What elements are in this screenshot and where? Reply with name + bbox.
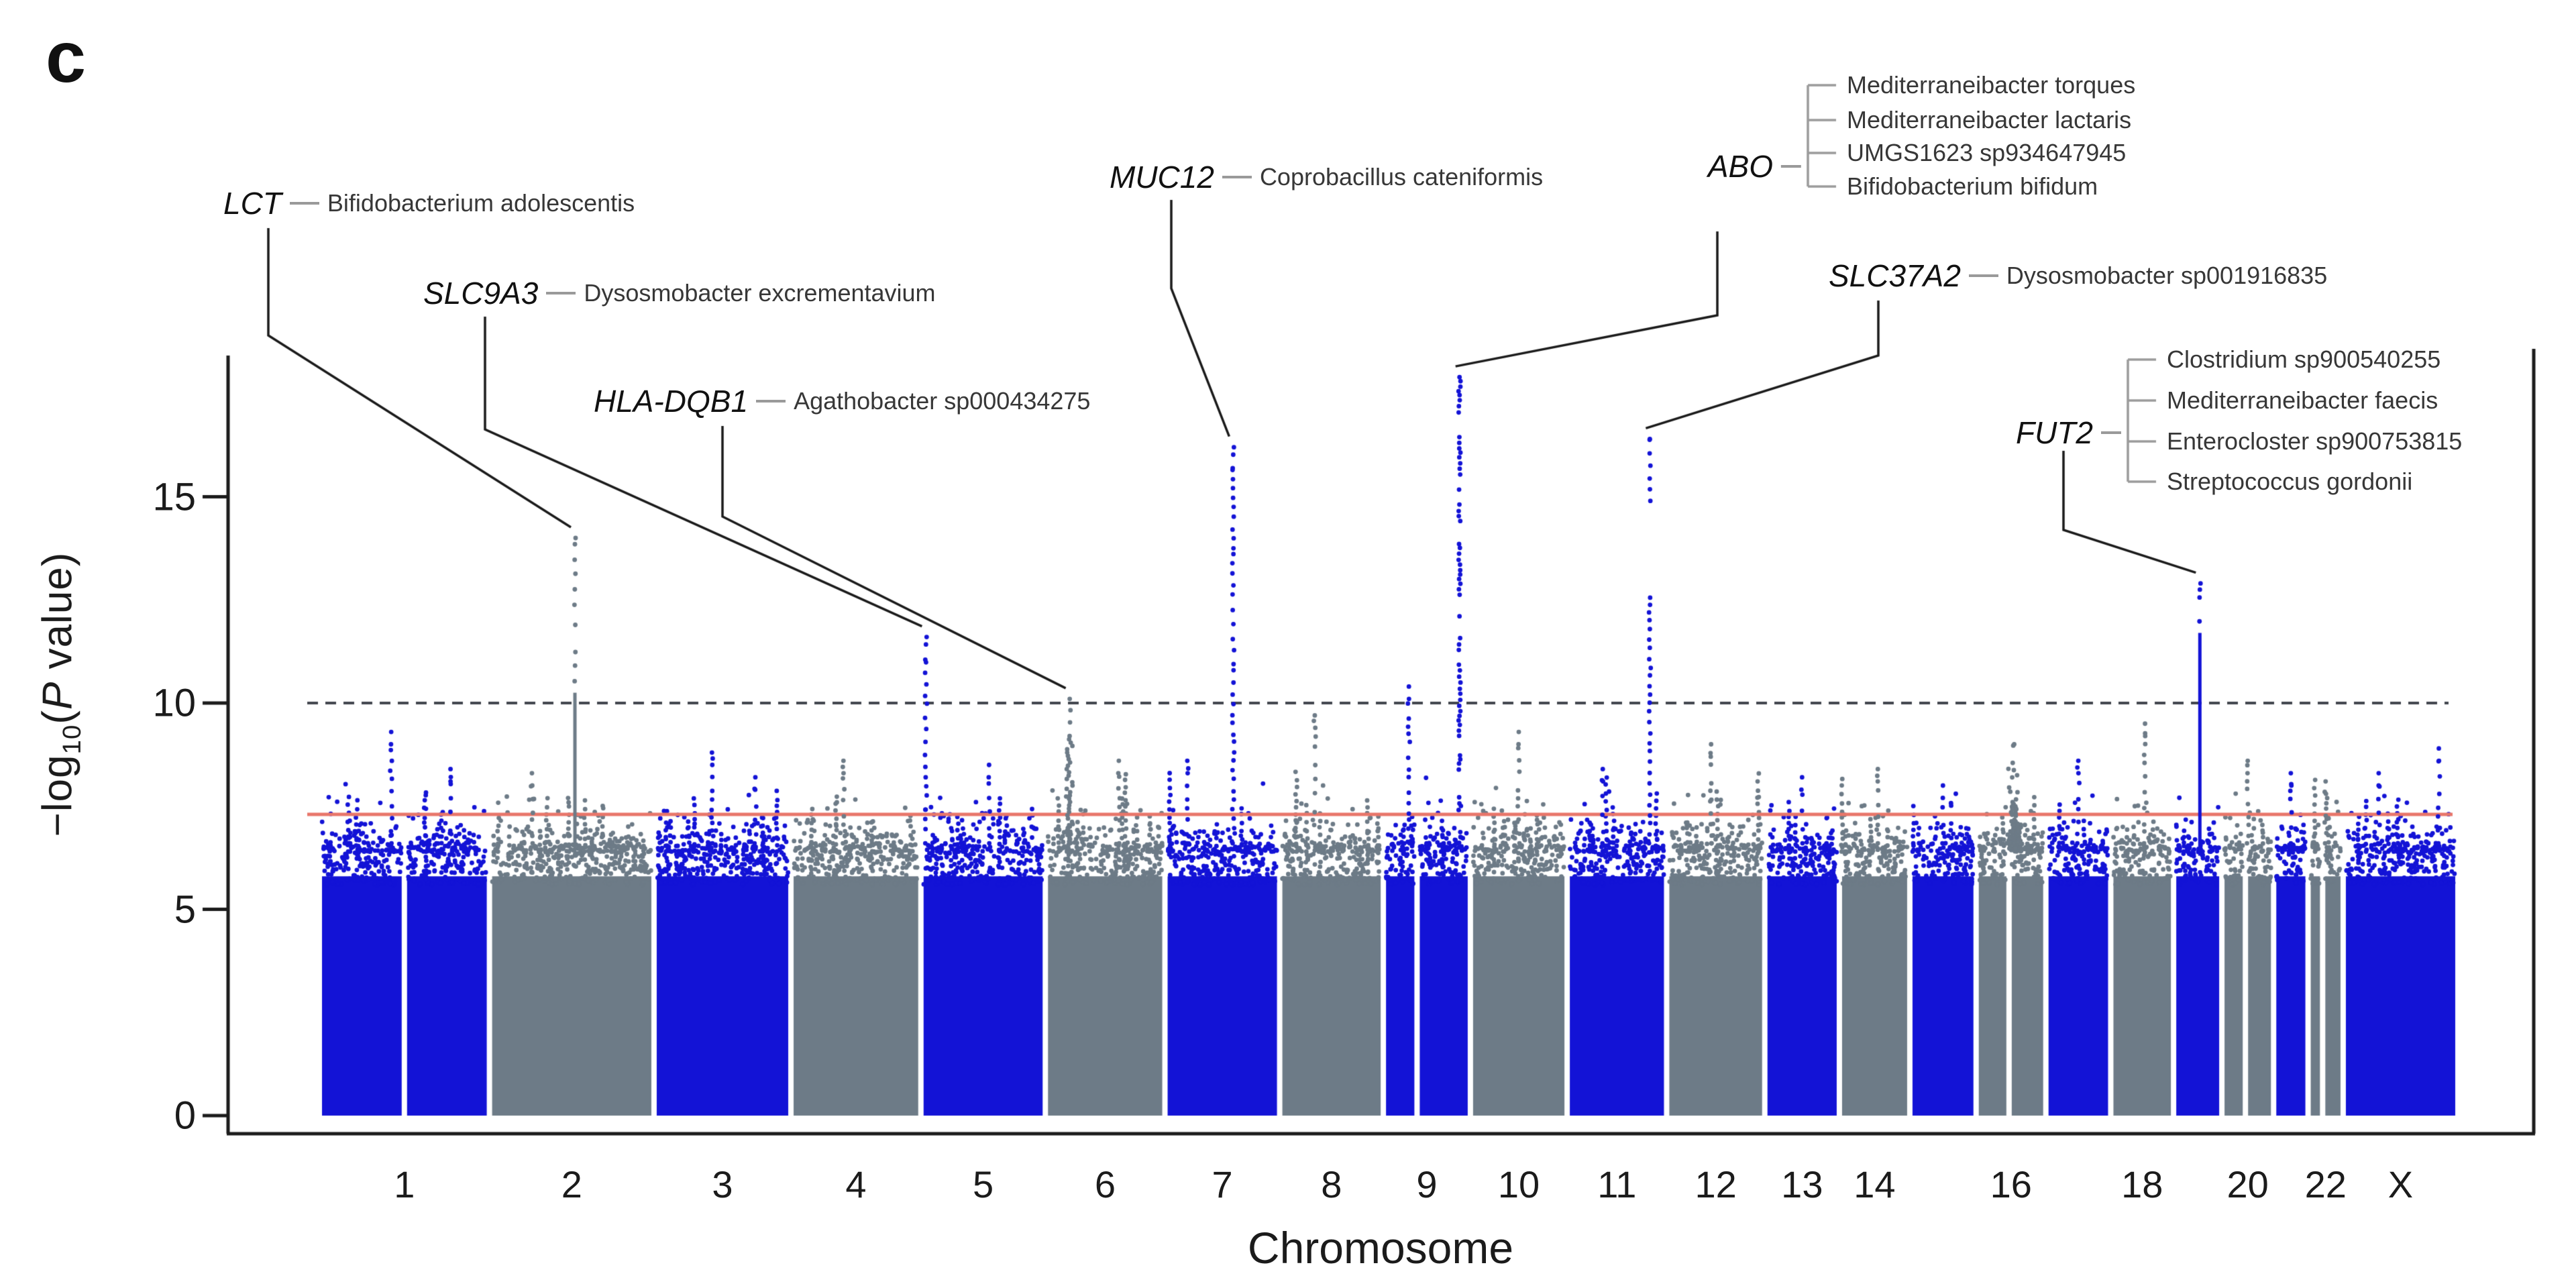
annotation-SLC9A3: SLC9A3 Dysosmobacter excrementavium [423,275,936,311]
annotation-gene-MUC12: MUC12 [1110,160,1214,195]
y-tick-label-15: 15 [152,475,196,519]
y-tick-label-0: 0 [174,1093,196,1138]
y-axis-title-rest: value) [34,551,81,682]
annotation-species: UMGS1623 sp934647945 [1847,139,2127,166]
annotation-gene-FUT2: FUT2 [2016,415,2093,450]
annotation-species: Mediterraneibacter lactaris [1847,106,2132,133]
y-axis-title-neglog: −log [34,754,81,837]
annotation-FUT2: FUT2 [2016,415,2121,451]
annotation-gene-ABO: ABO [1707,149,1773,184]
annotation-species: Streptococcus gordonii [2167,468,2413,495]
x-tick-label-chr8: 8 [1321,1163,1342,1205]
y-axis-title: −log10(P value) [34,552,87,837]
annotation-species: Enterocloster sp900753815 [2167,427,2463,455]
annotation-species: Dysosmobacter excrementavium [584,279,936,307]
x-tick-label-chr2: 2 [561,1163,582,1205]
x-tick-label-chr14: 14 [1854,1163,1896,1205]
annotation-dash-icon [546,292,576,294]
annotation-ABO: ABO [1708,148,1801,184]
y-tick-label-10: 10 [152,681,196,725]
annotation-dash-icon [1968,274,1998,277]
annotation-species: Bifidobacterium adolescentis [327,189,635,217]
y-axis-title-p: P [34,681,81,710]
annotation-dash-icon [2101,431,2121,434]
annotation-species: Bifidobacterium bifidum [1847,172,2098,200]
annotation-dash-icon [1781,165,1801,168]
y-tick-label-5: 5 [174,888,196,931]
x-tick-label-chr7: 7 [1212,1163,1233,1205]
x-tick-label-chr13: 13 [1781,1163,1823,1205]
x-tick-label-chr6: 6 [1094,1163,1116,1205]
annotation-species: Clostridium sp900540255 [2167,345,2441,373]
x-tick-label-chr16: 16 [1990,1163,2032,1205]
y-axis-title-paren: ( [34,710,81,724]
annotation-gene-HLA-DQB1: HLA-DQB1 [594,384,749,419]
annotation-species: Mediterraneibacter torques [1847,71,2136,99]
x-tick-label-chr4: 4 [845,1163,867,1205]
annotation-LCT: LCT Bifidobacterium adolescentis [223,185,635,221]
x-tick-label-chr3: 3 [712,1163,733,1205]
annotation-HLA-DQB1: HLA-DQB1 Agathobacter sp000434275 [594,383,1090,419]
x-tick-label-chr5: 5 [972,1163,994,1205]
x-tick-label-chr9: 9 [1416,1163,1438,1205]
annotation-gene-SLC37A2: SLC37A2 [1829,258,1961,293]
annotation-gene-LCT: LCT [223,186,282,221]
x-tick-label-chr22: 22 [2304,1163,2347,1205]
annotation-dash-icon [756,400,786,402]
annotation-species: Coprobacillus cateniformis [1259,163,1544,191]
x-axis-title: Chromosome [1247,1223,1514,1273]
x-tick-label-chr18: 18 [2121,1163,2163,1205]
y-axis-title-subscript: 10 [57,724,87,755]
x-tick-label-chr12: 12 [1695,1163,1737,1205]
annotation-species: Mediterraneibacter faecis [2167,386,2438,414]
annotation-SLC37A2: SLC37A2 Dysosmobacter sp001916835 [1829,258,2327,294]
x-tick-label-chr10: 10 [1497,1163,1540,1205]
annotation-species: Agathobacter sp000434275 [794,387,1091,415]
panel-label: c [46,16,87,97]
x-tick-label-chr1: 1 [394,1163,415,1205]
x-tick-label-chr11: 11 [1597,1163,1637,1205]
annotation-gene-SLC9A3: SLC9A3 [423,276,539,311]
x-tick-label-chr20: 20 [2226,1163,2269,1205]
annotation-dash-icon [1222,176,1252,178]
annotation-MUC12: MUC12 Coprobacillus cateniformis [1110,159,1543,195]
annotation-dash-icon [289,202,319,205]
x-tick-label-chrX: X [2387,1163,2414,1205]
annotation-species: Dysosmobacter sp001916835 [2006,262,2328,289]
